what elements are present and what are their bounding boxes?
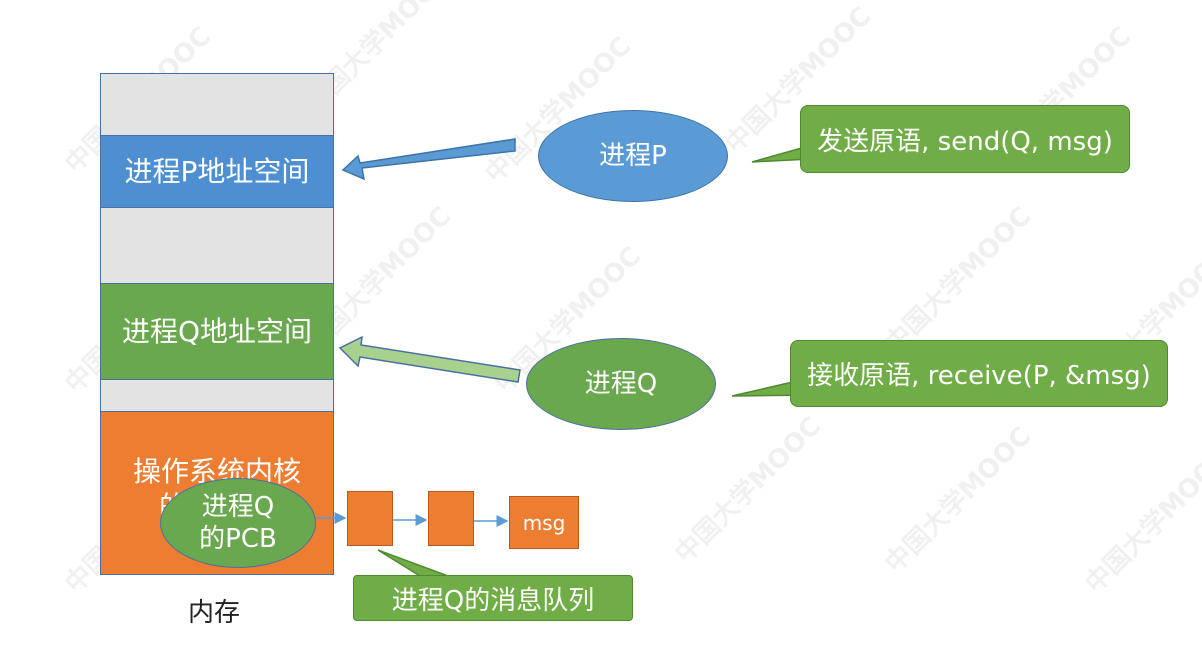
- process-q-label: 进程Q: [584, 368, 658, 399]
- queue-callout-pointer: [377, 549, 449, 577]
- process-p-address-space: 进程P地址空间: [100, 135, 334, 208]
- process-q-pcb: 进程Q 的PCB: [160, 478, 316, 568]
- process-q-address-space: 进程Q地址空间: [100, 283, 334, 380]
- send-primitive-callout: 发送原语, send(Q, msg): [800, 105, 1130, 173]
- arrow-p-to-address-space: [341, 138, 516, 181]
- pcb-label-line1: 进程Q: [201, 491, 275, 522]
- message-queue-callout: 进程Q的消息队列: [353, 575, 633, 621]
- receive-primitive-text: 接收原语, receive(P, &msg): [807, 361, 1151, 391]
- memory-free-top: [100, 73, 334, 136]
- watermark: 中国大学MOOC: [669, 411, 828, 570]
- arrow-q-to-address-space: [338, 335, 521, 383]
- queue-message-box: [428, 491, 474, 546]
- send-primitive-text: 发送原语, send(Q, msg): [817, 126, 1113, 157]
- queue-msg-label: msg: [522, 510, 566, 535]
- message-queue-text: 进程Q的消息队列: [391, 585, 595, 616]
- memory-free-middle: [100, 207, 334, 284]
- memory-free-bottom: [100, 379, 334, 412]
- memory-caption: 内存: [188, 598, 241, 628]
- process-q-node: 进程Q: [526, 338, 716, 430]
- process-q-address-space-label: 进程Q地址空间: [121, 315, 313, 348]
- pcb-label-line2: 的PCB: [199, 524, 277, 554]
- watermark: 中国大学MOOC: [879, 421, 1038, 580]
- watermark: 中国大学MOOC: [879, 201, 1038, 360]
- receive-primitive-callout: 接收原语, receive(P, &msg): [790, 340, 1168, 407]
- queue-message-box: [347, 491, 393, 546]
- process-p-node: 进程P: [538, 110, 728, 202]
- process-p-label: 进程P: [599, 140, 667, 171]
- process-p-address-space-label: 进程P地址空间: [124, 155, 310, 188]
- queue-msg-box: msg: [509, 496, 579, 549]
- watermark: 中国大学MOOC: [1079, 441, 1202, 600]
